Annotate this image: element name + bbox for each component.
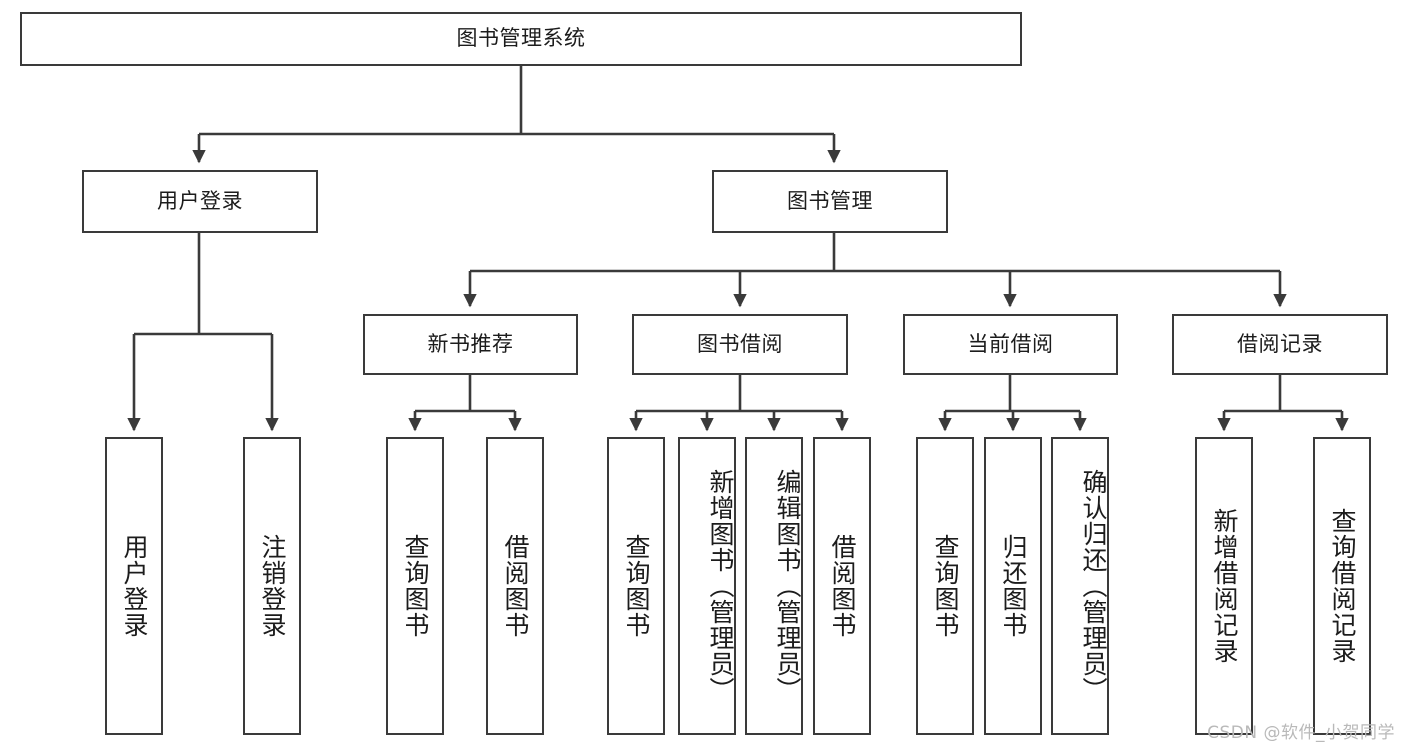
leaf-return-book[interactable]: 归还图书	[984, 437, 1042, 735]
node-label: 借阅图书	[501, 534, 530, 638]
node-root-system[interactable]: 图书管理系统	[20, 12, 1022, 66]
node-label: 归还图书	[999, 534, 1028, 638]
watermark-text: CSDN @软件_小贺同学	[1207, 723, 1395, 743]
leaf-logout[interactable]: 注销登录	[243, 437, 301, 735]
node-book-manage[interactable]: 图书管理	[712, 170, 948, 233]
node-label: 编辑图书（管理员）	[773, 469, 802, 703]
node-label: 新增借阅记录	[1210, 508, 1239, 664]
leaf-add-book[interactable]: 新增图书（管理员）	[678, 437, 736, 735]
node-new-book-recommend[interactable]: 新书推荐	[363, 314, 578, 375]
node-user-login[interactable]: 用户登录	[82, 170, 318, 233]
node-label: 查询借阅记录	[1328, 508, 1357, 664]
node-borrow-record[interactable]: 借阅记录	[1172, 314, 1388, 375]
node-label: 当前借阅	[967, 331, 1054, 356]
leaf-edit-book[interactable]: 编辑图书（管理员）	[745, 437, 803, 735]
leaf-query-book-2[interactable]: 查询图书	[607, 437, 665, 735]
node-label: 确认归还（管理员）	[1079, 469, 1108, 703]
node-label: 图书借阅	[697, 331, 783, 356]
leaf-confirm-return[interactable]: 确认归还（管理员）	[1051, 437, 1109, 735]
node-book-borrow[interactable]: 图书借阅	[632, 314, 848, 375]
leaf-borrow-book-1[interactable]: 借阅图书	[486, 437, 544, 735]
node-label: 查询图书	[401, 534, 430, 638]
leaf-query-book-1[interactable]: 查询图书	[386, 437, 444, 735]
node-label: 查询图书	[931, 534, 960, 638]
leaf-query-book-3[interactable]: 查询图书	[916, 437, 974, 735]
node-label: 注销登录	[258, 534, 287, 638]
node-label: 借阅记录	[1237, 331, 1323, 356]
leaf-add-borrow-record[interactable]: 新增借阅记录	[1195, 437, 1253, 735]
leaf-query-borrow-record[interactable]: 查询借阅记录	[1313, 437, 1371, 735]
node-label: 查询图书	[622, 534, 651, 638]
leaf-borrow-book-2[interactable]: 借阅图书	[813, 437, 871, 735]
node-label: 用户登录	[120, 534, 149, 638]
node-current-borrow[interactable]: 当前借阅	[903, 314, 1118, 375]
leaf-user-login[interactable]: 用户登录	[105, 437, 163, 735]
node-label: 借阅图书	[828, 534, 857, 638]
node-label: 图书管理	[787, 188, 873, 213]
node-label: 新增图书（管理员）	[706, 469, 735, 703]
node-label: 新书推荐	[427, 331, 514, 356]
node-label: 图书管理系统	[456, 26, 586, 51]
node-label: 用户登录	[157, 188, 243, 213]
